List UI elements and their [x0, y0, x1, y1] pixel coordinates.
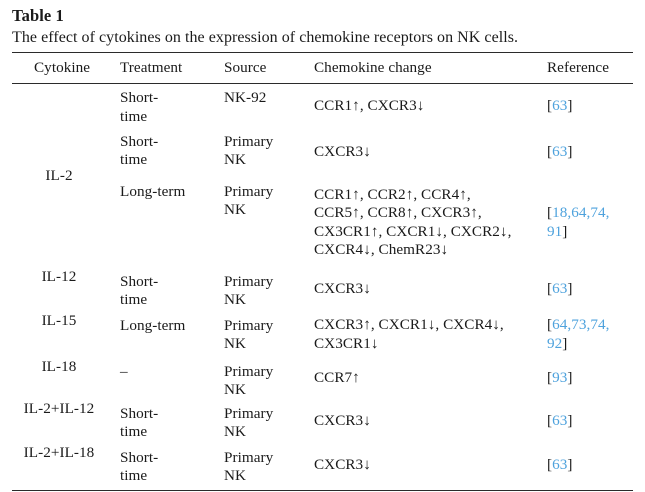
reference-link[interactable]: 63 [552, 280, 568, 298]
cell-treatment: Short- time [120, 272, 159, 309]
table-row: Long-term Primary NK CCR1↑, CCR2↑, CCR4↑, … [12, 178, 633, 268]
reference-link[interactable]: 63 [552, 456, 568, 474]
column-header-source: Source [216, 52, 308, 84]
table-row: IL-15 Long-term Primary NK CXCR3↑, CXCR1↓, … [12, 312, 633, 358]
table-bottom-rule [12, 489, 633, 491]
cell-reference: [64,73,74, 92] [536, 312, 633, 358]
reference-link[interactable]: 63 [552, 96, 568, 114]
table-row: IL-2 Short- time NK-92 CCR1↑, CXCR3↓ [63] [12, 84, 633, 184]
cell-chemokine-change: CXCR3↓ [314, 280, 371, 298]
cell-treatment: Short- time [120, 132, 159, 169]
reference-bracket-open: [ [547, 96, 553, 114]
cell-reference: [63] [536, 84, 633, 128]
table-caption: The effect of cytokines on the expressio… [12, 29, 519, 46]
reference-link[interactable]: 63 [552, 412, 568, 430]
cell-source: Primary NK [224, 362, 274, 399]
table-row: IL-2+IL-12 Short- time Primary NK CXCR3↓ [63… [12, 400, 633, 444]
table-row: Short- time Primary NK CXCR3↓ [63] [12, 128, 633, 178]
reference-bracket-open: [ [547, 412, 553, 430]
cell-reference: [63] [536, 128, 633, 178]
cell-cytokine: IL-2+IL-12 [23, 399, 95, 417]
reference-bracket-close: ] [567, 96, 573, 114]
reference-bracket-open: [ [547, 143, 553, 161]
cell-reference: [93] [536, 358, 633, 400]
cell-treatment: Short- time [120, 404, 159, 441]
column-header-reference: Reference [536, 52, 633, 84]
cell-treatment: – [120, 362, 128, 380]
cell-reference: [63] [536, 444, 633, 488]
cell-cytokine: IL-18 [41, 357, 77, 375]
cell-source: NK-92 [224, 89, 267, 106]
cell-treatment: Short- time [120, 89, 159, 125]
cell-source: Primary NK [224, 448, 274, 485]
cell-treatment: Long-term [120, 316, 186, 334]
cell-chemokine-change: CCR1↑, CXCR3↓ [314, 96, 425, 114]
reference-link[interactable]: 63 [552, 143, 568, 161]
table-row: IL-18 – Primary NK CCR7↑ [93] [12, 358, 633, 400]
cell-cytokine: IL-2 [45, 166, 73, 184]
cell-source: Primary NK [224, 132, 274, 169]
cell-source: Primary NK [224, 404, 274, 441]
cell-source: Primary NK [224, 316, 274, 353]
table-row: IL-12 Short- time Primary NK CXCR3↓ [63] [12, 268, 633, 312]
reference-bracket-open: [ [547, 204, 553, 221]
reference-link[interactable]: 18,64,74, 91 [547, 204, 610, 240]
reference-bracket-close: ] [562, 334, 568, 352]
cell-chemokine-change: CXCR3↑, CXCR1↓, CXCR4↓, CX3CR1↓ [314, 316, 504, 352]
cell-treatment: Long-term [120, 182, 186, 200]
cell-cytokine: IL-2+IL-18 [23, 443, 95, 461]
cell-cytokine: IL-15 [41, 311, 77, 329]
reference-bracket-close: ] [567, 456, 573, 474]
reference-bracket-close: ] [567, 369, 573, 387]
reference-bracket-close: ] [567, 412, 573, 430]
cell-source: Primary NK [224, 272, 274, 309]
reference-bracket-open: [ [547, 369, 553, 387]
cell-chemokine-change: CCR7↑ [314, 369, 360, 387]
cell-reference: [63] [536, 400, 633, 444]
table-header: Cytokine Treatment Source Chemokine chan… [12, 52, 633, 84]
cell-chemokine-change: CCR1↑, CCR2↑, CCR4↑, CCR5↑, CCR8↑, CXCR3… [314, 185, 512, 259]
column-header-cytokine: Cytokine [12, 52, 112, 84]
reference-bracket-close: ] [562, 222, 568, 240]
reference-link[interactable]: 64,73,74, 92 [547, 316, 610, 352]
reference-bracket-close: ] [567, 280, 573, 298]
cell-chemokine-change: CXCR3↓ [314, 143, 371, 161]
column-header-treatment: Treatment [112, 52, 216, 84]
cell-chemokine-change: CXCR3↓ [314, 412, 371, 430]
reference-bracket-open: [ [547, 316, 553, 333]
reference-bracket-open: [ [547, 456, 553, 474]
table-row: IL-2+IL-18 Short- time Primary NK CXCR3↓ [63… [12, 444, 633, 488]
table-label: Table 1 [12, 6, 64, 25]
cell-treatment: Short- time [120, 448, 159, 485]
cell-reference: [18,64,74, 91] [536, 178, 633, 268]
reference-bracket-open: [ [547, 280, 553, 298]
cell-source: Primary NK [224, 182, 274, 219]
reference-bracket-close: ] [567, 143, 573, 161]
cell-cytokine: IL-12 [41, 267, 77, 285]
reference-link[interactable]: 93 [552, 369, 568, 387]
cell-chemokine-change: CXCR3↓ [314, 456, 371, 474]
cell-reference: [63] [536, 268, 633, 312]
column-header-chemokine-change: Chemokine change [308, 52, 536, 84]
chemokine-receptor-table: Cytokine Treatment Source Chemokine chan… [12, 52, 633, 488]
